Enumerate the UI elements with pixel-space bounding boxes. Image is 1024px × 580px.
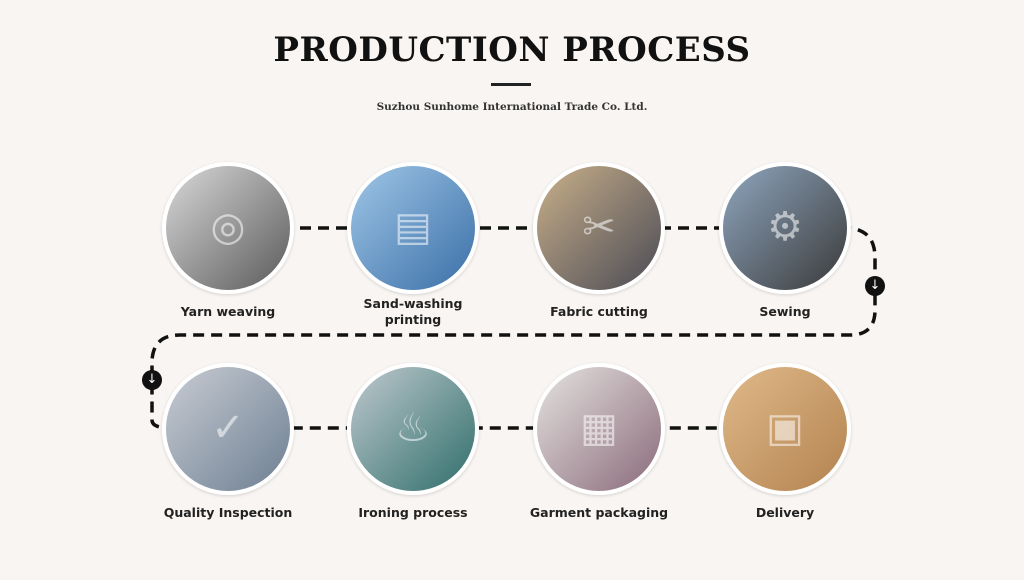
fabric-cutting-photo: ✂ <box>533 162 665 294</box>
step-label: Delivery <box>755 505 815 520</box>
step-label: Garment packaging <box>529 505 669 520</box>
ironing-photo: ♨ <box>347 363 479 495</box>
step-label: Sand-washing printing <box>363 296 463 327</box>
step-sand-washing-printing: ▤ Sand-washing printing <box>323 162 503 328</box>
yarn-weaving-photo: ◎ <box>162 162 294 294</box>
box-icon: ▣ <box>766 405 804 451</box>
company-name: Suzhou Sunhome International Trade Co. L… <box>376 101 648 113</box>
step-label: Sewing <box>759 304 811 319</box>
step-label: Quality Inspection <box>163 505 293 520</box>
printing-machine-icon: ▤ <box>394 204 432 250</box>
step-label: Ironing process <box>358 505 468 520</box>
arrow-down-icon: ↓ <box>142 370 162 390</box>
inspection-icon: ✓ <box>211 405 245 451</box>
quality-inspection-photo: ✓ <box>162 363 294 495</box>
step-label: Yarn weaving <box>180 304 276 319</box>
yarn-spool-icon: ◎ <box>210 204 246 250</box>
step-garment-packaging: ▦ Garment packaging <box>509 363 689 521</box>
delivery-photo: ▣ <box>719 363 851 495</box>
package-icon: ▦ <box>580 405 618 451</box>
step-sewing: ⚙ Sewing <box>695 162 875 320</box>
arrow-down-icon: ↓ <box>865 276 885 296</box>
sewing-machine-icon: ⚙ <box>767 204 803 250</box>
sewing-photo: ⚙ <box>719 162 851 294</box>
fabric-icon: ✂ <box>582 204 616 250</box>
iron-icon: ♨ <box>395 405 431 451</box>
title-divider <box>491 83 531 86</box>
page-title: PRODUCTION PROCESS <box>273 30 751 70</box>
sand-washing-photo: ▤ <box>347 162 479 294</box>
garment-packaging-photo: ▦ <box>533 363 665 495</box>
step-ironing-process: ♨ Ironing process <box>323 363 503 521</box>
step-fabric-cutting: ✂ Fabric cutting <box>509 162 689 320</box>
step-delivery: ▣ Delivery <box>695 363 875 521</box>
step-yarn-weaving: ◎ Yarn weaving <box>138 162 318 320</box>
step-label: Fabric cutting <box>550 304 648 319</box>
step-quality-inspection: ✓ Quality Inspection <box>138 363 318 521</box>
